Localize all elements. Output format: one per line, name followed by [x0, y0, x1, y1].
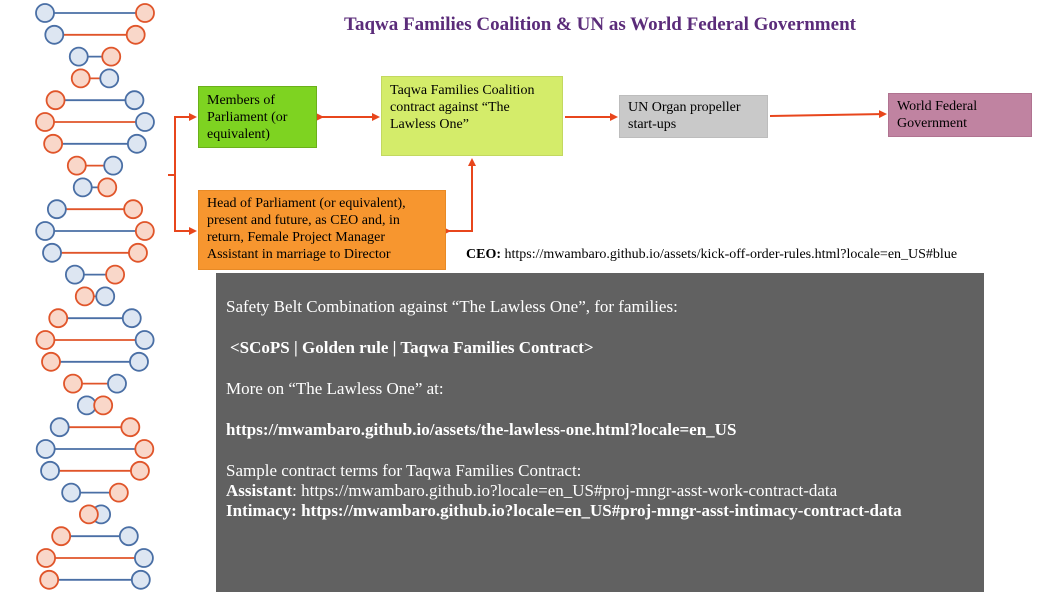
intimacy-label: Intimacy: [226, 501, 292, 520]
dna-node: [93, 395, 114, 416]
dna-node: [35, 221, 56, 241]
panel-intimacy-line: Intimacy: https://mwambaro.github.io?loc…: [226, 501, 974, 521]
dna-node: [43, 133, 64, 154]
ceo-label: CEO:: [466, 247, 501, 262]
dna-node: [101, 46, 122, 67]
dna-node: [103, 155, 124, 176]
dna-node: [40, 460, 60, 481]
ceo-url[interactable]: https://mwambaro.github.io/assets/kick-o…: [504, 247, 958, 262]
dna-node: [44, 24, 65, 45]
dna-node: [41, 351, 61, 372]
dna-node: [129, 351, 149, 372]
dna-helix-decoration: [35, 3, 155, 590]
diagram-title: Taqwa Families Coalition & UN as World F…: [344, 14, 856, 35]
dna-node: [48, 308, 69, 329]
dna-node: [134, 221, 155, 241]
dna-node: [63, 373, 83, 394]
dna-node: [45, 90, 66, 111]
dna-node: [107, 373, 127, 394]
dna-node: [42, 242, 62, 263]
dna-node: [74, 286, 95, 307]
dna-node: [61, 482, 82, 503]
dna-node: [120, 417, 141, 438]
panel-assistant-line: Assistant: https://mwambaro.github.io?lo…: [226, 481, 974, 501]
dna-node: [134, 439, 155, 459]
panel-more-on-text: More on “The Lawless One” at:: [226, 379, 444, 398]
dna-node: [66, 155, 87, 176]
arrow-branch-members: [168, 113, 197, 176]
panel-lawless-one-link[interactable]: https://mwambaro.github.io/assets/the-la…: [226, 420, 737, 439]
intimacy-url[interactable]: : https://mwambaro.github.io?locale=en_U…: [291, 501, 902, 520]
panel-combination-text: <SCoPS | Golden rule | Taqwa Families Co…: [230, 338, 594, 357]
dna-node: [78, 504, 99, 525]
dna-node: [135, 112, 155, 132]
dna-node: [130, 569, 151, 590]
dna-node: [134, 330, 155, 350]
ceo-link-line: CEO: https://mwambaro.github.io/assets/k…: [466, 247, 957, 263]
dna-node: [35, 112, 55, 132]
dna-node: [51, 526, 72, 547]
dna-node: [123, 199, 144, 220]
dna-node: [124, 90, 145, 111]
dna-node: [105, 264, 126, 285]
dna-node: [130, 460, 150, 481]
dna-node: [121, 308, 142, 329]
dna-node: [99, 68, 120, 89]
dna-node: [135, 3, 155, 23]
panel-safety-belt-text: Safety Belt Combination against “The Law…: [226, 297, 678, 316]
dna-node: [39, 569, 60, 590]
world-federal-government-box: World Federal Government: [888, 93, 1032, 137]
info-panel: Safety Belt Combination against “The Law…: [216, 273, 984, 592]
arrow-branch-head: [174, 175, 197, 235]
dna-node: [46, 199, 67, 220]
dna-node: [108, 482, 129, 503]
dna-node: [76, 395, 97, 416]
dna-node: [36, 548, 56, 568]
head-of-parliament-box: Head of Parliament (or equivalent), pres…: [198, 190, 446, 270]
dna-node: [64, 264, 85, 285]
dna-node: [125, 24, 146, 45]
arrow-un-world: [769, 110, 887, 119]
arrow-head-taqwa: [443, 158, 476, 235]
dna-node: [35, 330, 56, 350]
dna-node: [35, 3, 55, 23]
dna-node: [68, 46, 89, 67]
dna-node: [126, 133, 147, 154]
assistant-url[interactable]: : https://mwambaro.github.io?locale=en_U…: [292, 481, 838, 500]
dna-node: [118, 526, 139, 547]
un-organ-box: UN Organ propeller start-ups: [619, 95, 768, 138]
panel-sample-terms-text: Sample contract terms for Taqwa Families…: [226, 461, 582, 480]
dna-node: [35, 439, 56, 459]
dna-node: [72, 177, 93, 198]
dna-node: [97, 177, 118, 198]
dna-node: [49, 417, 70, 438]
taqwa-coalition-contract-box: Taqwa Families Coalition contract agains…: [381, 76, 563, 156]
assistant-label: Assistant: [226, 481, 293, 500]
members-of-parliament-box: Members of Parliament (or equivalent): [198, 86, 317, 148]
dna-node: [128, 242, 148, 263]
dna-node: [95, 286, 116, 307]
dna-node: [70, 68, 91, 89]
dna-node: [134, 548, 154, 568]
